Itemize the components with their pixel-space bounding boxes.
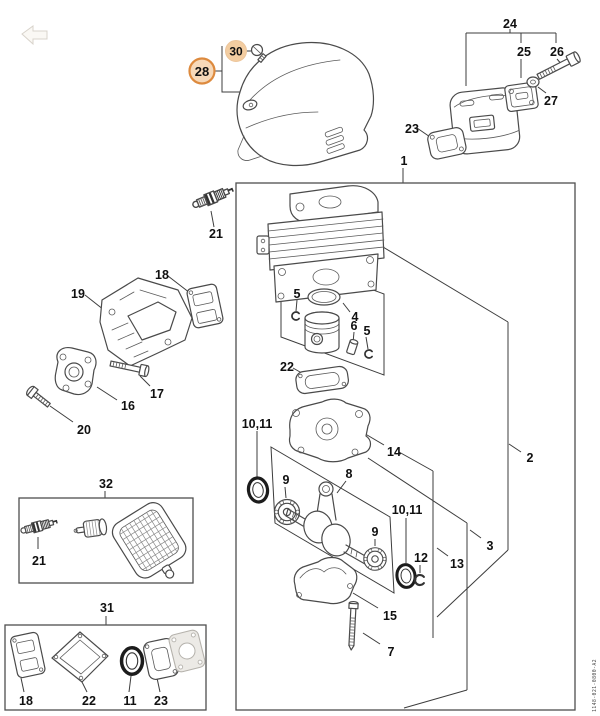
- part-washer-27: [526, 76, 540, 88]
- callout-1: 1: [401, 154, 408, 168]
- callout-32: 32: [99, 477, 113, 491]
- callout-23-kit: 23: [154, 694, 168, 708]
- part-muffler-plate: [504, 81, 539, 113]
- callout-28-label: 28: [195, 64, 209, 79]
- callout-9-left: 9: [283, 473, 290, 487]
- part-circlip-5b: [364, 349, 373, 359]
- callout-15: 15: [383, 609, 397, 623]
- callout-23-top: 23: [405, 122, 419, 136]
- part-crankshaft-8: [285, 481, 368, 565]
- part-gasket-18-kit: [10, 631, 46, 679]
- callout-20: 20: [77, 423, 91, 437]
- part-bolt-26: [536, 51, 581, 80]
- callout-5b: 5: [364, 324, 371, 338]
- part-gasket-extra-kit: [168, 629, 206, 673]
- callout-19: 19: [71, 287, 85, 301]
- callout-25: 25: [517, 45, 531, 59]
- callout-26: 26: [550, 45, 564, 59]
- callout-17: 17: [150, 387, 164, 401]
- callout-13: 13: [450, 557, 464, 571]
- callout-2: 2: [527, 451, 534, 465]
- part-crankcase-lower-15: [293, 556, 358, 605]
- part-spark-plug-21-kit: [19, 515, 60, 537]
- part-oil-seal-11-kit: [119, 646, 145, 676]
- callout-10-11-right: 10,11: [392, 503, 423, 517]
- part-spacer-flange-16: [54, 347, 97, 396]
- part-flange-gasket-18: [186, 283, 224, 329]
- part-air-filter: [111, 502, 187, 579]
- part-bearing-9-right: [363, 547, 387, 571]
- part-piston: [304, 311, 340, 354]
- part-crankcase-upper-14: [288, 398, 372, 463]
- main-parts-box-1: [235, 182, 576, 711]
- callout-22-kit: 22: [82, 694, 96, 708]
- callout-18-kit: 18: [19, 694, 33, 708]
- part-oil-seal-10-11-left: [245, 475, 271, 505]
- part-cylinder: [256, 185, 385, 303]
- callout-27: 27: [544, 94, 558, 108]
- callout-hotspot-28[interactable]: 28: [188, 57, 216, 85]
- callout-4: 4: [352, 310, 359, 324]
- callout-21-top: 21: [209, 227, 223, 241]
- part-screw-20: [26, 385, 51, 408]
- callout-16: 16: [121, 399, 135, 413]
- callout-6: 6: [351, 319, 358, 333]
- callout-7: 7: [388, 645, 395, 659]
- part-fuel-filter: [73, 518, 108, 538]
- callout-22-mid: 22: [280, 360, 294, 374]
- callout-12: 12: [414, 551, 428, 565]
- callout-10-11-left: 10,11: [242, 417, 273, 431]
- callout-8: 8: [346, 467, 353, 481]
- part-gasket-22-kit: [51, 631, 109, 683]
- drawing-id: 1148-021-0800-A2: [592, 659, 598, 712]
- part-cylinder-gasket-22: [295, 365, 349, 395]
- part-oil-seal-10-11-right: [393, 561, 419, 591]
- part-gasket-23-kit: [143, 637, 179, 681]
- kit-box-31: [4, 624, 207, 711]
- callout-labels: 24 25 26 27 23 1 21 18 19 17 16 20 5 4 6…: [19, 17, 564, 708]
- callout-18-left: 18: [155, 268, 169, 282]
- callout-11-kit: 11: [123, 694, 136, 708]
- part-bolt-17: [109, 360, 150, 378]
- part-circlip-5a: [291, 311, 300, 321]
- part-heat-shield-19: [99, 277, 193, 367]
- callout-31: 31: [100, 601, 114, 615]
- callout-21-kit: 21: [32, 554, 46, 568]
- part-muffler-gasket-23: [427, 127, 467, 160]
- callout-30-label: 30: [229, 45, 243, 59]
- part-screw-30: [250, 43, 267, 63]
- direction-arrow-icon: [21, 25, 48, 46]
- kit-box-32: [18, 497, 194, 584]
- callout-24: 24: [503, 17, 517, 31]
- part-shroud-cover: [236, 41, 375, 167]
- part-muffler: [449, 87, 521, 155]
- callout-5a: 5: [294, 287, 301, 301]
- callout-14: 14: [387, 445, 401, 459]
- part-bolt-7: [348, 600, 359, 651]
- part-wrist-pin-6: [346, 338, 359, 356]
- part-piston-ring-4: [307, 288, 341, 306]
- callout-3: 3: [487, 539, 494, 553]
- part-circlip-12: [413, 573, 425, 587]
- callout-9-right: 9: [372, 525, 379, 539]
- callout-hotspot-30[interactable]: 30: [225, 40, 247, 62]
- part-spark-plug-21: [190, 183, 236, 212]
